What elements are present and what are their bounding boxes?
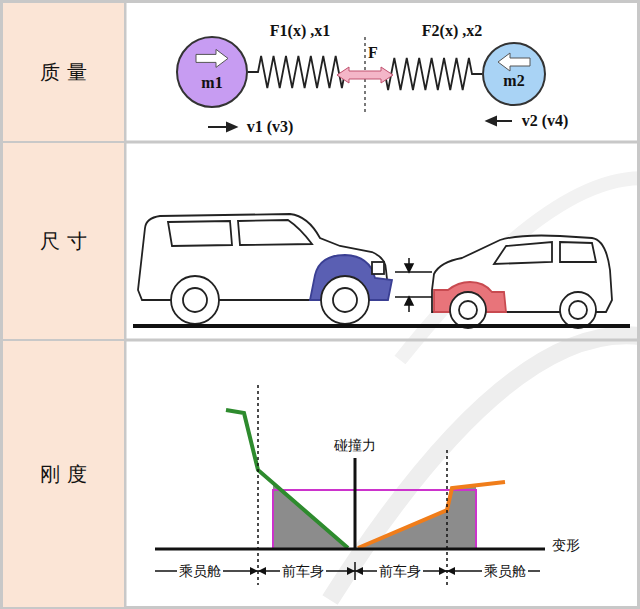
- row-header: 质 量: [40, 59, 86, 86]
- ground-line: [133, 324, 630, 328]
- row-header-cell: 刚 度: [3, 341, 124, 607]
- mass-circle: m2: [482, 42, 546, 106]
- zone-label: 前车身: [377, 563, 423, 581]
- mass-circle: m1: [176, 36, 248, 108]
- velocity-label: v1 (v3): [247, 118, 294, 136]
- spring-connector: [248, 37, 482, 113]
- row-header: 刚 度: [40, 461, 86, 488]
- row-header-cell: 尺 寸: [3, 143, 124, 339]
- direction-arrow: [178, 38, 246, 106]
- suv-car: [138, 214, 392, 324]
- zone-label: 乘员舱: [177, 563, 223, 581]
- height-dimension: [395, 258, 432, 312]
- watermark-swoosh: [400, 178, 640, 360]
- watermark-swoosh: [330, 335, 640, 600]
- spring-label: F2(x) ,x2: [422, 22, 482, 40]
- row-header-cell: 质 量: [3, 3, 124, 141]
- force-label: F: [366, 44, 380, 62]
- mass-label: m2: [503, 72, 524, 90]
- row-header: 尺 寸: [40, 228, 86, 255]
- axis-label: 碰撞力: [332, 437, 378, 455]
- small-car: [432, 236, 612, 329]
- zone-label: 乘员舱: [482, 563, 528, 581]
- velocity-label: v2 (v4): [522, 112, 569, 130]
- stiffness-chart: [155, 385, 545, 585]
- zone-label: 前车身: [280, 563, 326, 581]
- spring-label: F1(x) ,x1: [270, 22, 330, 40]
- mass-label: m1: [201, 74, 222, 92]
- axis-label: 变形: [550, 537, 582, 555]
